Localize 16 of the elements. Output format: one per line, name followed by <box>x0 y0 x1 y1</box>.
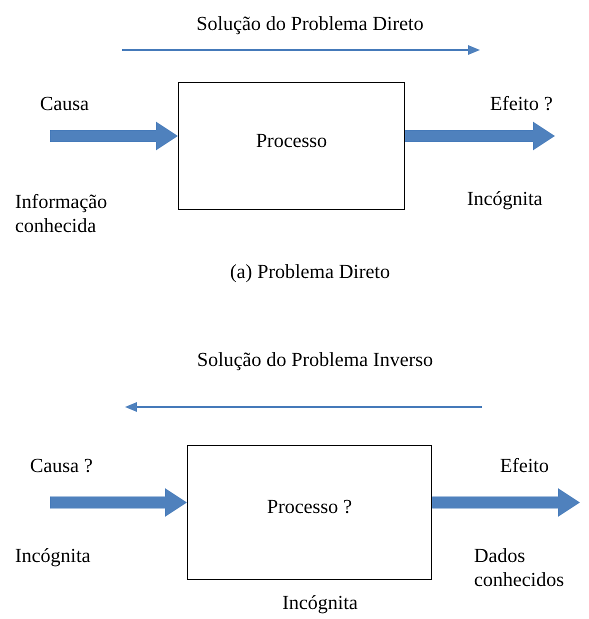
label-text: Causa ? <box>30 455 93 477</box>
process-box <box>187 445 432 580</box>
label-text: Informação conhecida <box>15 191 108 237</box>
label-text: Efeito ? <box>490 93 553 115</box>
heading-text: Solução do Problema Direto <box>196 13 424 35</box>
process-box <box>178 82 405 210</box>
label-text: Incógnita <box>15 545 91 567</box>
annotation-text: Incógnita <box>282 592 358 614</box>
caption-text: (a) Problema Direto <box>230 261 390 283</box>
label-text: Efeito <box>500 455 549 477</box>
heading-text: Solução do Problema Inverso <box>196 349 434 371</box>
label-text: Incógnita <box>467 188 543 210</box>
label-text: Dados conhecidos <box>474 545 564 591</box>
process-label: Processo ? <box>267 496 352 519</box>
label-text: Causa <box>40 93 89 115</box>
process-label: Processo <box>256 130 328 152</box>
